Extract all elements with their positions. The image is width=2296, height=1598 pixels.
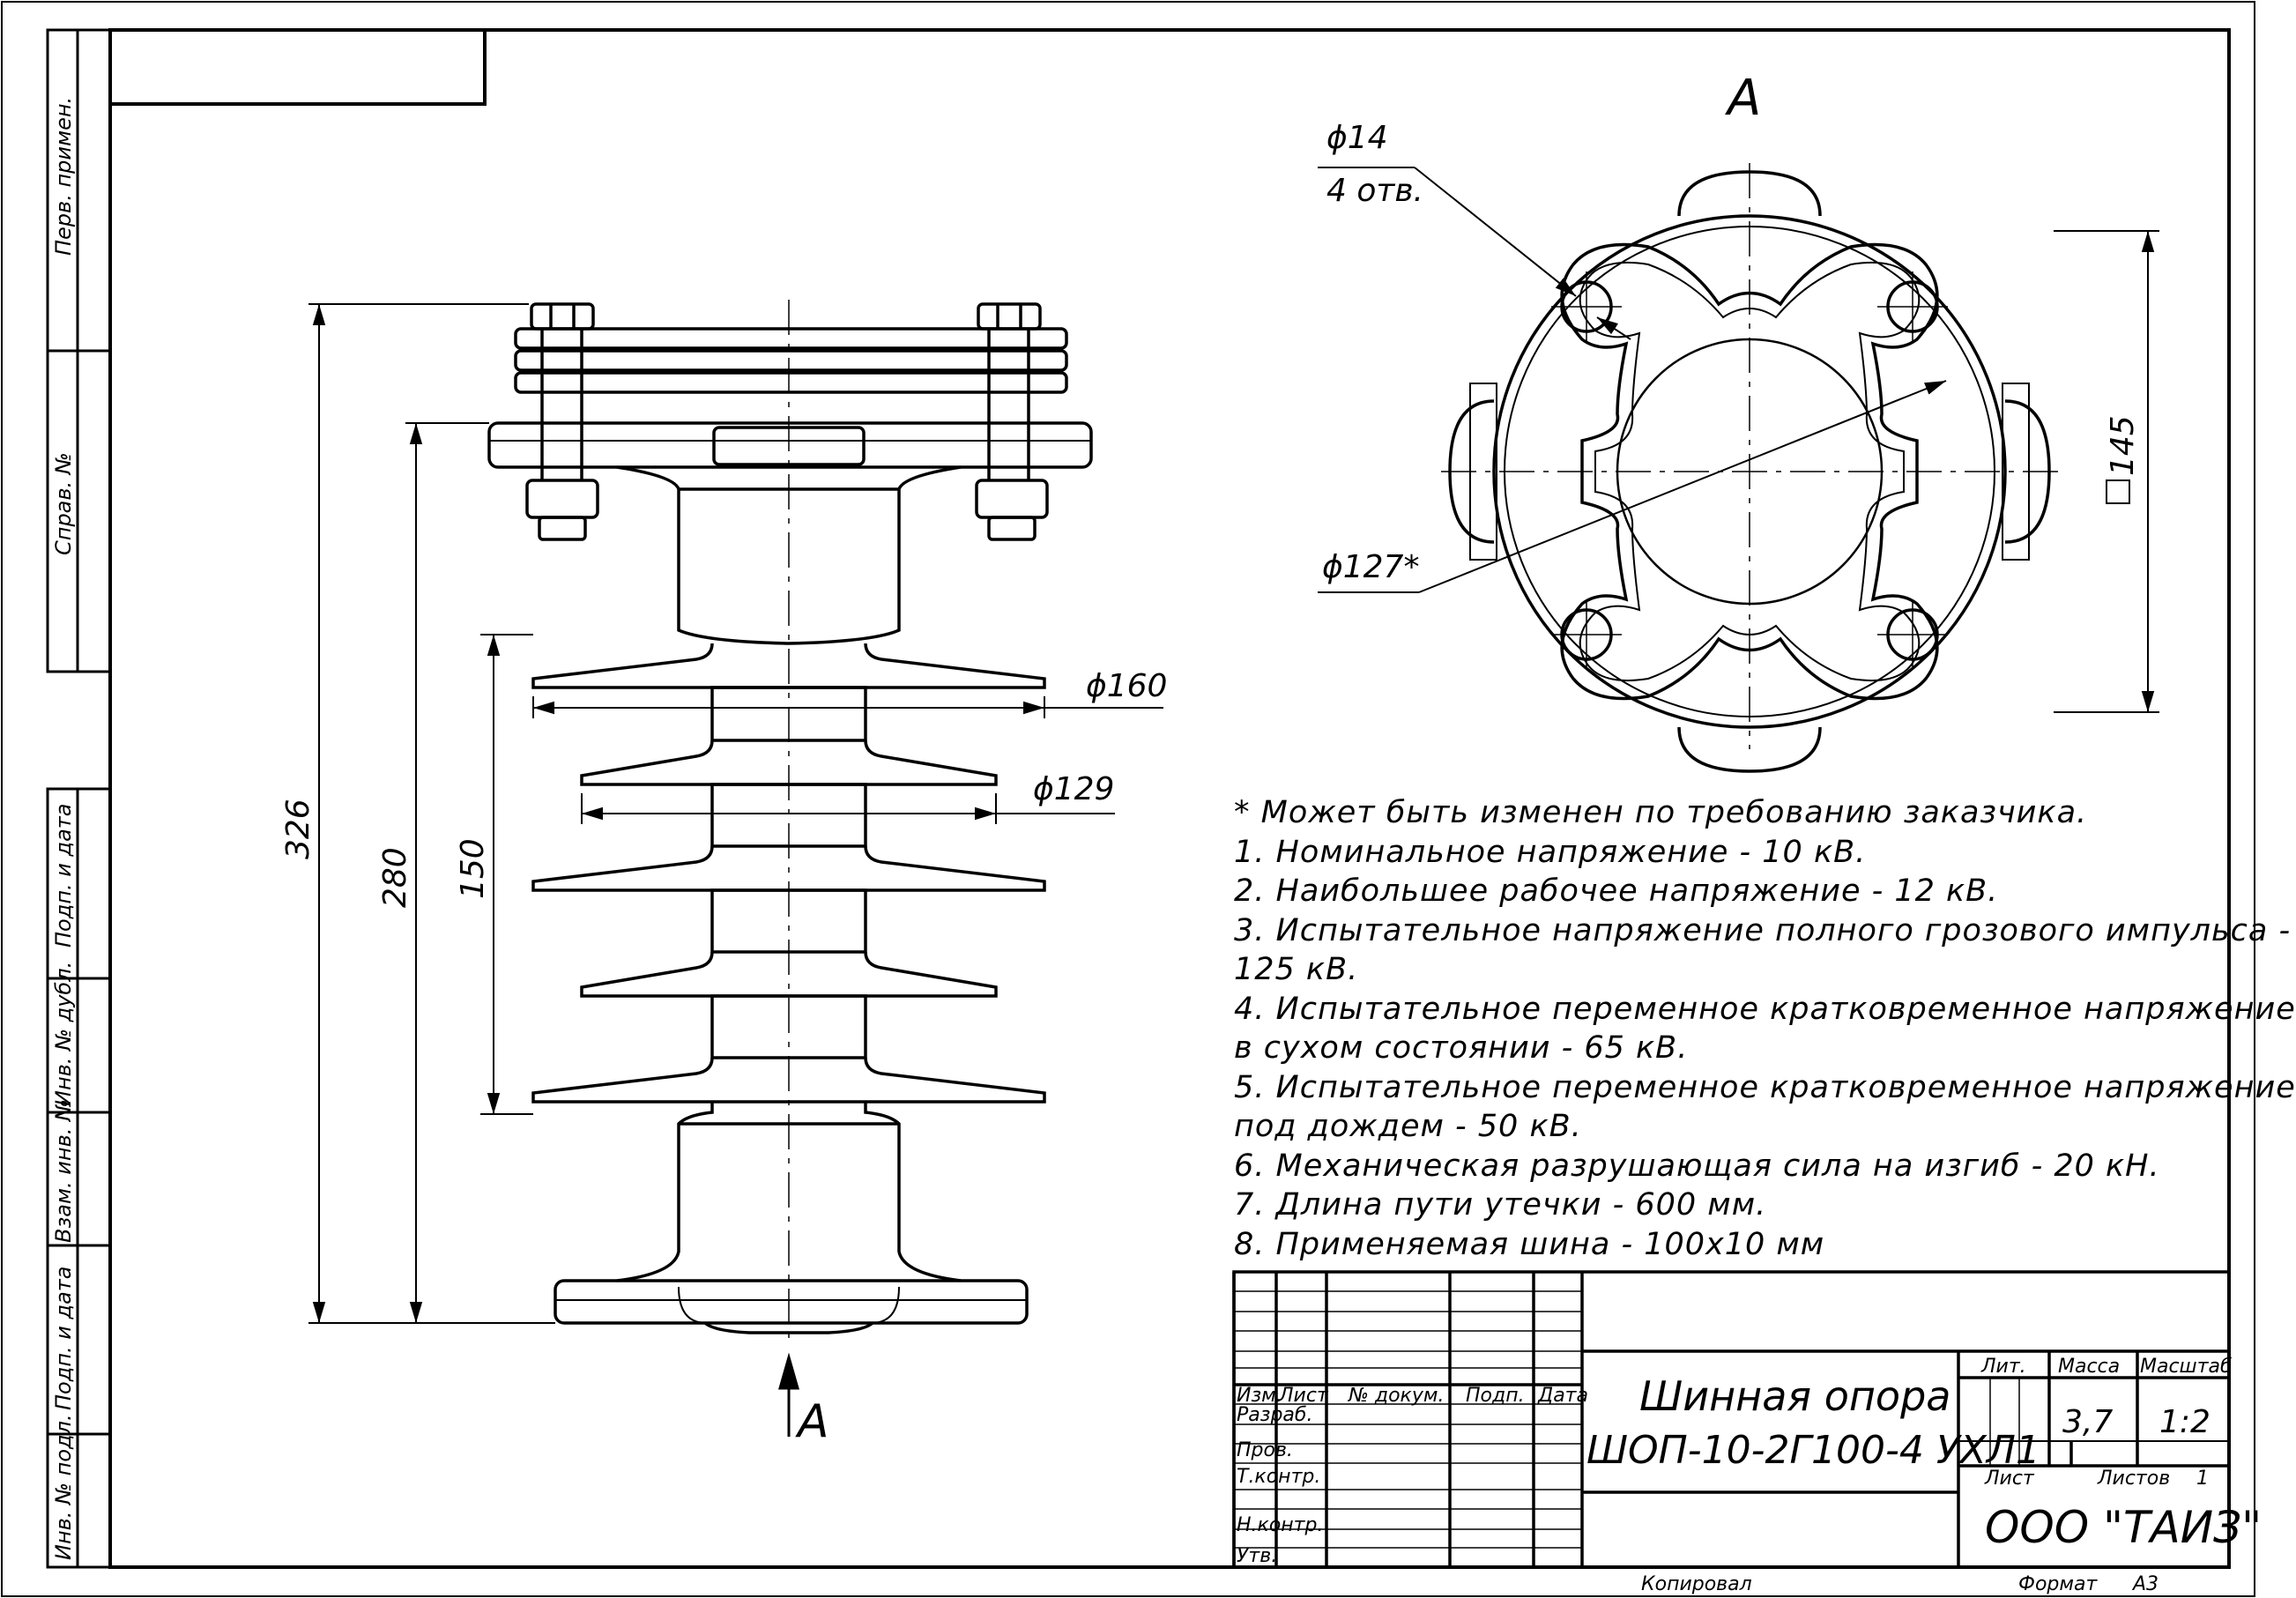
dim-hole-diameter: ϕ14: [1326, 120, 1388, 156]
dim-d129: ϕ129: [1033, 771, 1114, 807]
note-line: 7. Длина пути утечки - 600 мм.: [1234, 1187, 1767, 1223]
note-line: 3. Испытательное напряжение полного гроз…: [1234, 912, 2292, 948]
list-label: Лист: [1984, 1468, 2035, 1490]
note-line: * Может быть изменен по требованию заказ…: [1234, 795, 2088, 830]
title-block-thin: [1234, 1290, 2020, 1549]
dim-d160: ϕ160: [1086, 668, 1167, 704]
dim-d127: ϕ127*: [1322, 549, 1419, 585]
stamp-inv-podl: Инв. № подл.: [51, 1414, 76, 1560]
note-line: 1. Номинальное напряжение - 10 кВ.: [1234, 834, 1867, 870]
row-prov: Пров.: [1237, 1439, 1293, 1461]
insulator-side-view: [487, 300, 1093, 1340]
drawing-title-line2: ШОП-10-2Г100-4 УХЛ1: [1586, 1428, 2040, 1473]
note-line: 8. Применяемая шина - 100х10 мм: [1234, 1226, 1825, 1262]
col-data: Дата: [1537, 1385, 1588, 1407]
stamp-podp-data-2: Подп. и дата: [51, 1267, 76, 1411]
drawing-title-line1: Шинная опора: [1639, 1372, 1950, 1420]
dim-145: 145: [2105, 415, 2141, 476]
masshtab-label: Масштаб: [2140, 1356, 2233, 1378]
dim-150: 150: [455, 838, 491, 899]
col-dokum: № докум.: [1348, 1385, 1444, 1407]
format-label: Формат: [2018, 1573, 2098, 1595]
massa-value: 3,7: [2062, 1404, 2113, 1440]
listov-label: Листов: [2097, 1468, 2170, 1490]
col-podp: Подп.: [1466, 1385, 1525, 1407]
masshtab-value: 1:2: [2159, 1404, 2211, 1440]
technical-notes: * Может быть изменен по требованию заказ…: [1234, 793, 2296, 1264]
title-block-labels: Изм. Лист № докум. Подп. Дата Разраб. Пр…: [1237, 1356, 2233, 1595]
top-dimensions: [1318, 167, 2159, 713]
note-line: 6. Механическая разрушающая сила на изги…: [1234, 1148, 2160, 1184]
col-list: Лист: [1278, 1385, 1329, 1407]
left-stamp-labels: Перв. примен. Справ. № Подп. и дата Инв.…: [51, 97, 76, 1560]
note-line: под дождем - 50 кВ.: [1234, 1109, 1582, 1144]
kopiroval-label: Копировал: [1641, 1573, 1752, 1595]
dim-280: 280: [377, 847, 413, 908]
left-stamp: [46, 28, 112, 1569]
stamp-inv-dubl: Инв. № дубл.: [51, 962, 76, 1106]
top-dimension-labels: ϕ14 4 отв. ϕ127* 145: [1322, 120, 2141, 585]
note-line: в сухом состоянии - 65 кВ.: [1234, 1030, 1689, 1066]
view-label-top: А: [1725, 70, 1761, 127]
note-line: 2. Наибольшее рабочее напряжение - 12 кВ…: [1234, 873, 1999, 909]
dim-326: 326: [280, 799, 316, 859]
format-value: А3: [2131, 1573, 2159, 1595]
stamp-perv-primen: Перв. примен.: [51, 97, 76, 256]
row-tkontr: Т.контр.: [1237, 1466, 1320, 1488]
top-view: [1441, 163, 2058, 773]
view-label-bottom: А: [795, 1395, 829, 1448]
stamp-sprav-no: Справ. №: [51, 452, 76, 555]
row-razrab: Разраб.: [1237, 1404, 1312, 1426]
stamp-podp-data-1: Подп. и дата: [51, 804, 76, 948]
note-line: 4. Испытательное переменное кратковремен…: [1234, 991, 2296, 1027]
note-line: 5. Испытательное переменное кратковремен…: [1234, 1069, 2296, 1105]
top-left-box: [110, 30, 487, 106]
col-izm: Изм.: [1237, 1385, 1282, 1407]
dim-hole-count: 4 отв.: [1326, 173, 1423, 209]
title-block-main: Шинная опора ШОП-10-2Г100-4 УХЛ1 3,7 1:2…: [1586, 1372, 2262, 1553]
section-arrow-bottom: [778, 1352, 799, 1437]
massa-label: Масса: [2058, 1356, 2120, 1378]
listov-value: 1: [2196, 1468, 2209, 1490]
company-name: ООО "ТАИЗ": [1985, 1502, 2262, 1553]
row-utv: Утв.: [1237, 1545, 1277, 1567]
stamp-vzam-inv: Взам. инв. №: [51, 1099, 76, 1243]
lit-label: Лит.: [1980, 1356, 2026, 1378]
row-nkontr: Н.контр.: [1237, 1514, 1323, 1536]
side-dimension-labels: 326 280 150 ϕ160 ϕ129: [280, 668, 1167, 908]
title-block: [1232, 1270, 2231, 1569]
note-line: 125 кВ.: [1234, 952, 1359, 987]
side-dimensions: [308, 303, 1163, 1324]
